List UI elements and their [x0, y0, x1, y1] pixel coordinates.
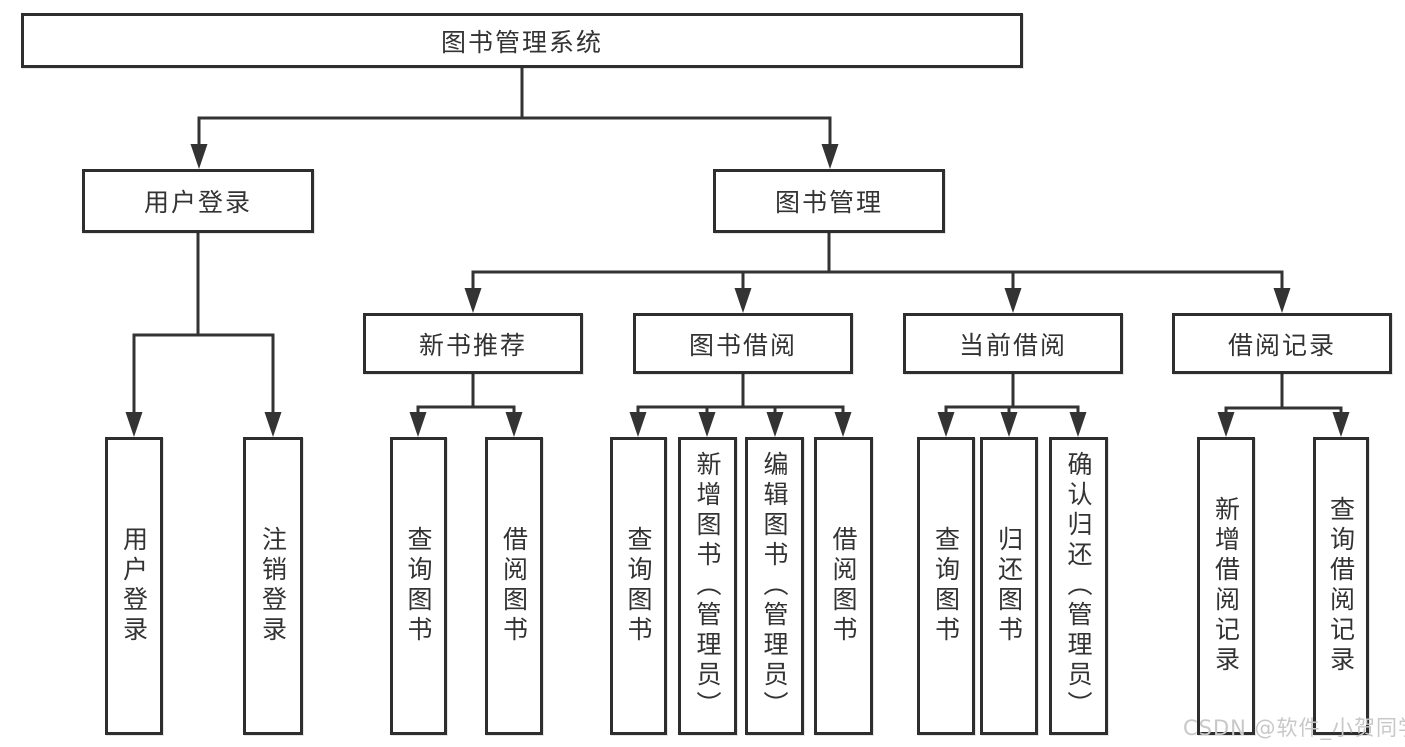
node-label: 新增图书（管理员） [693, 451, 722, 721]
node-user-login-group: 用户登录 [82, 169, 314, 233]
node-user-login: 用户登录 [105, 437, 163, 735]
node-label: 当前借阅 [958, 330, 1067, 360]
node-label: 查询图书 [404, 526, 433, 646]
node-label: 归还图书 [994, 526, 1024, 646]
node-label: 借阅图书 [829, 526, 858, 646]
node-nbr-borrow-books: 借阅图书 [485, 437, 543, 735]
node-label: 编辑图书（管理员） [760, 451, 789, 721]
node-label: 查询借阅记录 [1326, 496, 1356, 676]
node-label: 图书管理 [774, 188, 883, 217]
node-br-add-record: 新增借阅记录 [1197, 437, 1255, 735]
node-label: 借阅图书 [499, 526, 529, 646]
node-bb-add-books-admin: 新增图书（管理员） [678, 437, 737, 735]
node-root: 图书管理系统 [21, 13, 1023, 68]
node-cb-query-books: 查询图书 [917, 437, 975, 735]
node-cb-return-books: 归还图书 [980, 437, 1038, 735]
node-bb-borrow-books: 借阅图书 [814, 437, 873, 735]
csdn-watermark: CSDN @软件_小贺同学 [1183, 716, 1405, 740]
node-label: 借阅记录 [1227, 330, 1336, 360]
node-cb-confirm-return-admin: 确认归还（管理员） [1049, 437, 1108, 735]
node-current-borrowing: 当前借阅 [903, 313, 1123, 374]
node-bb-edit-books-admin: 编辑图书（管理员） [745, 437, 804, 735]
node-label: 确认归还（管理员） [1064, 451, 1093, 721]
node-label: 图书管理系统 [440, 27, 603, 57]
node-bb-query-books: 查询图书 [610, 437, 667, 735]
node-book-management: 图书管理 [713, 169, 945, 233]
node-label: 新增借阅记录 [1211, 496, 1241, 676]
node-label: 用户登录 [119, 526, 149, 646]
node-book-borrowing: 图书借阅 [633, 313, 853, 374]
node-label: 查询图书 [931, 526, 961, 646]
node-label: 查询图书 [624, 526, 653, 646]
node-br-query-record: 查询借阅记录 [1313, 437, 1369, 735]
node-label: 用户登录 [143, 188, 252, 217]
node-logout: 注销登录 [243, 437, 303, 735]
node-borrow-records: 借阅记录 [1172, 313, 1392, 374]
node-label: 新书推荐 [418, 330, 527, 360]
node-nbr-query-books: 查询图书 [390, 437, 447, 735]
node-label: 图书借阅 [688, 330, 797, 360]
node-label: 注销登录 [258, 526, 288, 646]
node-new-book-recommend: 新书推荐 [363, 313, 583, 374]
